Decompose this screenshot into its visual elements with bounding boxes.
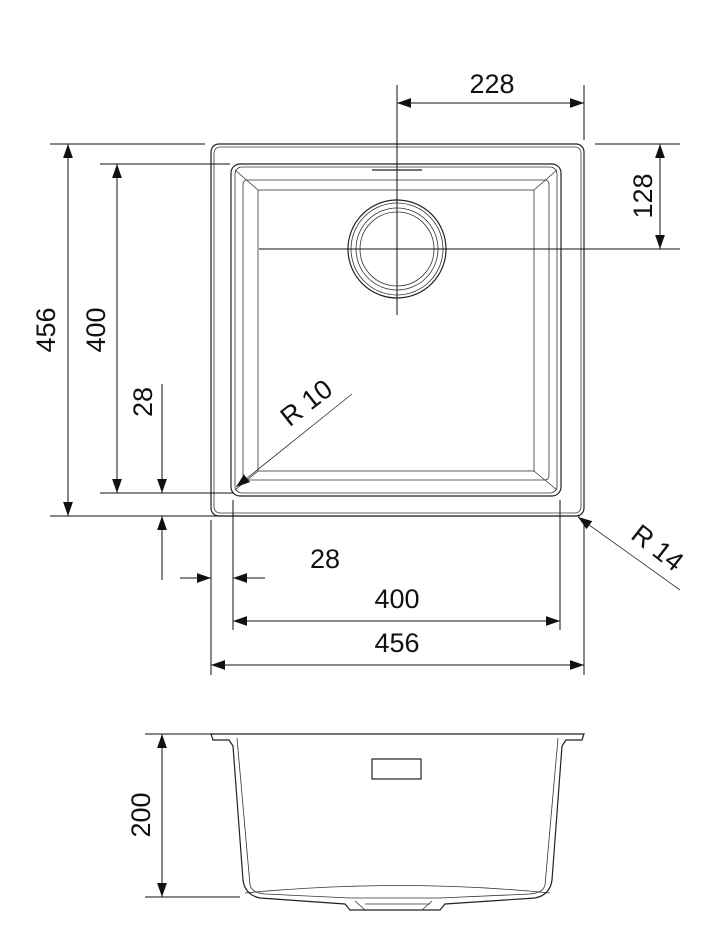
dimension-r14: R 14 <box>577 516 689 591</box>
bowl-edge <box>230 163 562 497</box>
side-view <box>210 733 585 911</box>
dimension-label: 28 <box>128 387 158 417</box>
dimension-456-width: 456 <box>211 520 585 675</box>
dimension-label: 200 <box>126 792 156 837</box>
dimension-label: R 14 <box>626 519 689 578</box>
dimension-label: 228 <box>469 69 514 99</box>
dimension-label: 128 <box>628 173 658 218</box>
dimension-label: 28 <box>310 544 340 574</box>
dimension-label: R 10 <box>275 374 338 433</box>
dimension-228: 228 <box>397 69 585 140</box>
dimension-label: 456 <box>31 307 61 352</box>
top-view <box>210 85 680 517</box>
overflow-slot-side <box>371 758 422 780</box>
bowl-floor <box>242 179 550 481</box>
dimension-label: 400 <box>81 307 111 352</box>
dimension-28-side: 28 <box>128 384 167 580</box>
dimension-label: 456 <box>374 628 419 658</box>
dimension-200: 200 <box>126 733 240 898</box>
dimension-28-front: 28 <box>180 500 340 675</box>
dimension-400-depth: 400 <box>81 163 233 494</box>
dimension-400-width: 400 <box>233 500 561 630</box>
dimension-r10: R 10 <box>235 374 353 488</box>
dimension-456-depth: 456 <box>31 143 580 517</box>
dimension-128: 128 <box>595 143 680 249</box>
dimension-label: 400 <box>374 584 419 614</box>
